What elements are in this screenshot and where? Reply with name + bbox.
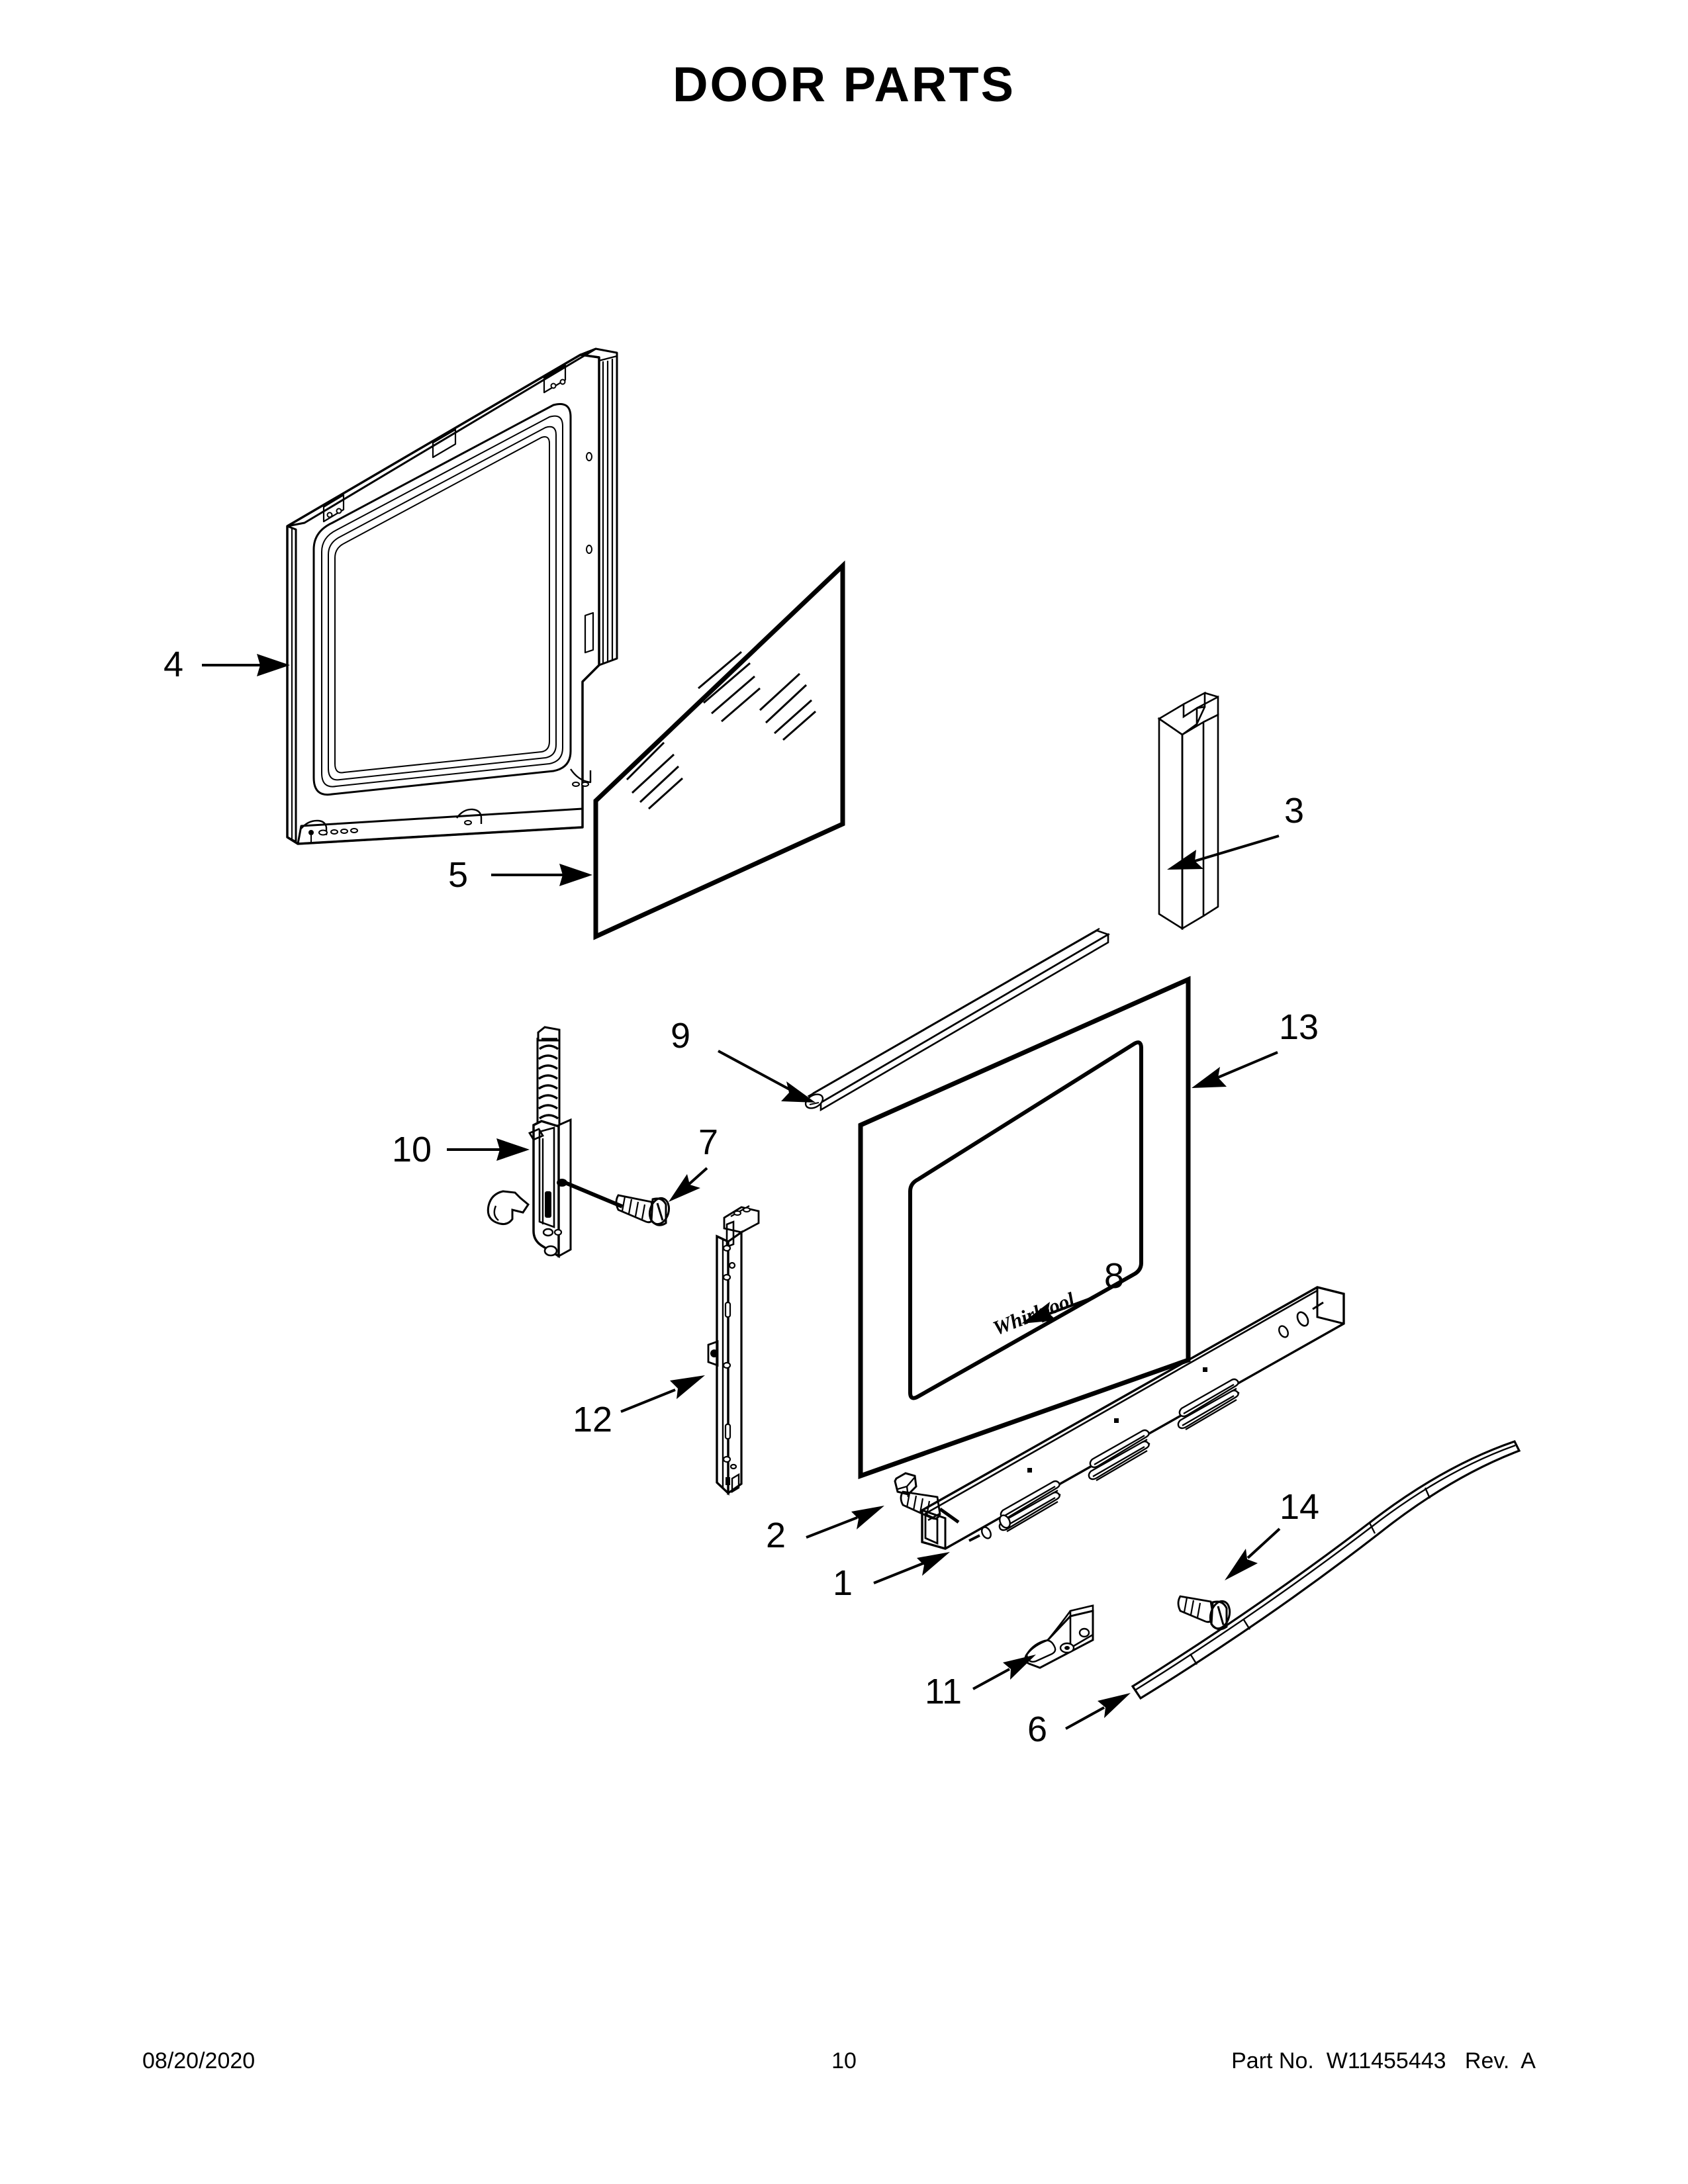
footer-page-number: 10 [831,2048,857,2073]
part-hinge-screw [615,1194,671,1226]
callout-13-number: 13 [1279,1007,1319,1047]
part-outer-door-glass: Whirlpool [858,976,1191,1479]
part-door-hinge-assembly [487,1026,624,1259]
callout-13: 13 [1192,1007,1319,1088]
callout-5-number: 5 [448,855,468,895]
footer-date: 08/20/2020 [142,2048,256,2073]
callout-11-number: 11 [925,1672,962,1711]
part-inner-door-frame [286,347,618,845]
callout-2: 2 [766,1506,884,1555]
part-door-side-rail [707,1205,760,1496]
footer-part-number: Part No. W11455443 Rev. A [1231,2048,1536,2073]
callout-6-number: 6 [1027,1709,1047,1749]
callout-1: 1 [833,1552,950,1603]
callout-7: 7 [669,1122,718,1202]
page-footer: 08/20/2020 10 Part No. W11455443 Rev. A [0,2048,1688,2075]
callout-8-number: 8 [1104,1256,1124,1296]
callout-12: 12 [573,1375,705,1439]
callout-5: 5 [448,855,592,895]
callout-4-number: 4 [164,645,183,684]
part-hex-head-screw [894,1472,960,1524]
page-title: DOOR PARTS [673,57,1015,112]
callout-14: 14 [1225,1487,1319,1580]
callout-4: 4 [164,645,290,684]
callout-2-number: 2 [766,1516,786,1555]
part-handle-screw [1177,1595,1231,1631]
callout-8: 8 [1021,1256,1124,1324]
callout-9-number: 9 [671,1016,690,1056]
callout-7-number: 7 [698,1122,718,1162]
part-door-trim-strip [804,927,1111,1112]
part-door-channel-bracket [1157,691,1219,931]
callout-11: 11 [925,1655,1036,1711]
callout-3-number: 3 [1284,791,1304,831]
callout-9: 9 [671,1016,816,1103]
callout-14-number: 14 [1280,1487,1319,1527]
part-door-latch-catch [1024,1604,1094,1669]
callout-12-number: 12 [573,1400,612,1439]
part-inner-door-glass [593,560,845,940]
callout-10: 10 [392,1130,530,1169]
callout-6: 6 [1027,1693,1131,1749]
callout-3: 3 [1167,791,1304,870]
callout-1-number: 1 [833,1563,853,1603]
part-vent-trim-bar [921,1286,1345,1550]
callout-10-number: 10 [392,1130,432,1169]
part-door-handle [1131,1440,1521,1700]
